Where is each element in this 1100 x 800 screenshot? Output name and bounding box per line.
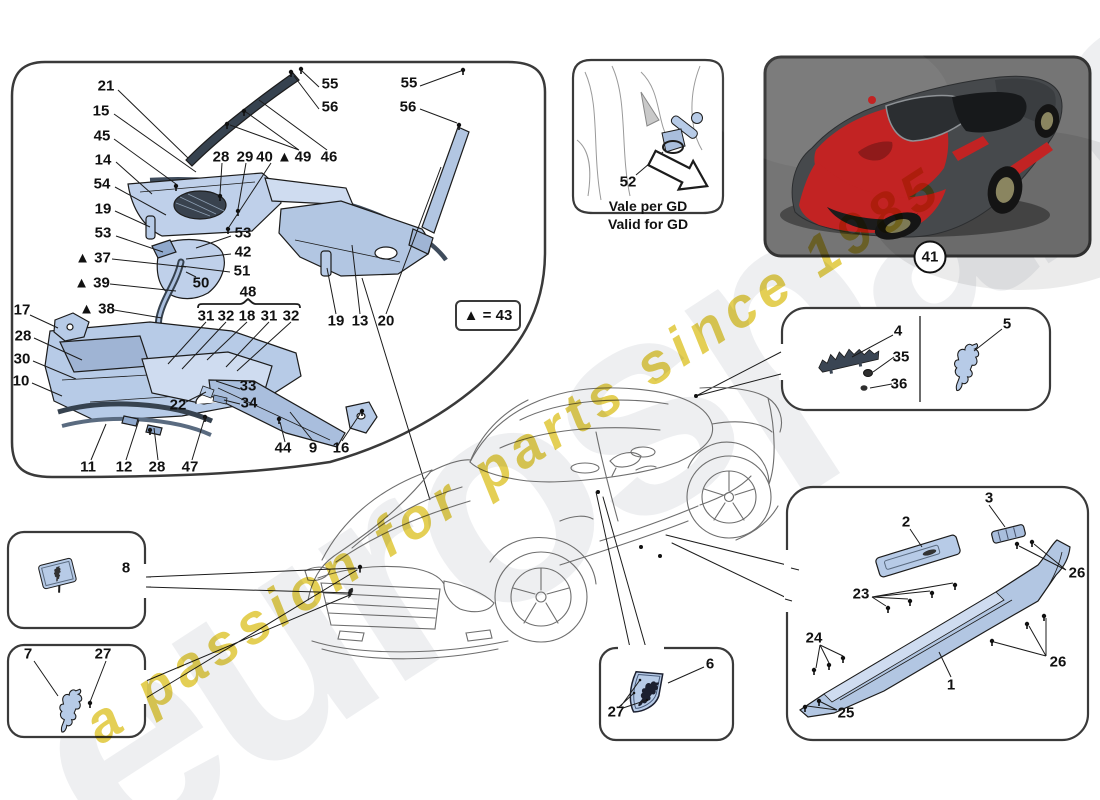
brace-48	[197, 297, 301, 309]
callout-sill-26[interactable]: 26	[1068, 564, 1086, 582]
callout-main-40[interactable]: 40 ▲	[256, 148, 292, 166]
badge-inset	[694, 306, 1052, 412]
callout-main-28[interactable]: 28	[14, 327, 32, 345]
callout-sill-24[interactable]: 24	[805, 629, 823, 647]
callout-main-32[interactable]: 32	[217, 307, 235, 325]
callout-main-37[interactable]: ▲ 37	[75, 249, 111, 267]
callout-badge-5[interactable]: 5	[1002, 315, 1012, 333]
callout-sill-3[interactable]: 3	[984, 489, 994, 507]
horse-plate-part	[38, 557, 77, 593]
car-sketch	[76, 386, 800, 699]
gd-interior-sketch	[576, 65, 703, 201]
callout-main-12[interactable]: 12	[115, 458, 133, 476]
callout-photo-41[interactable]: 41	[913, 240, 947, 274]
horse-leader-lines	[33, 660, 107, 703]
callout-sill-2[interactable]: 2	[901, 513, 911, 531]
callout-main-28[interactable]: 28	[212, 148, 230, 166]
callout-main-30[interactable]: 30	[13, 350, 31, 368]
callout-main-18[interactable]: 18	[238, 307, 256, 325]
callout-main-20[interactable]: 20	[377, 312, 395, 330]
gd-hinge-part	[661, 112, 703, 154]
badge-mount-points	[596, 490, 662, 558]
callout-main-53[interactable]: 53	[94, 224, 112, 242]
callout-main-55[interactable]: 55	[400, 74, 418, 92]
main-leader-lines	[29, 70, 462, 501]
callout-main-28[interactable]: 28	[148, 458, 166, 476]
callout-sill-1[interactable]: 1	[946, 676, 956, 694]
callout-main-14[interactable]: 14	[94, 151, 112, 169]
callout-sill-25[interactable]: 25	[837, 704, 855, 722]
badge-leader-lines	[695, 328, 1003, 397]
callout-gd-52[interactable]: 52	[619, 173, 637, 191]
gd-direction-arrow-icon	[646, 149, 710, 191]
callout-sill-26[interactable]: 26	[1049, 653, 1067, 671]
callout-main-13[interactable]: 13	[351, 312, 369, 330]
shield-leader-lines	[618, 666, 705, 709]
grommet-36	[860, 385, 868, 391]
plate-inset	[6, 530, 151, 630]
callout-main-29[interactable]: 29	[236, 148, 254, 166]
callout-main-10[interactable]: 10	[12, 372, 30, 390]
callout-main-38[interactable]: ▲ 38	[79, 300, 115, 318]
callout-main-56[interactable]: 56	[399, 98, 417, 116]
callout-main-46[interactable]: 46	[320, 148, 338, 166]
callout-main-16[interactable]: 16	[332, 439, 350, 457]
sill-parts	[799, 524, 1071, 718]
photo-car	[791, 75, 1063, 240]
callout-horse-27[interactable]: 27	[94, 645, 112, 663]
callout-main-44[interactable]: 44	[274, 439, 292, 457]
gd-inset	[571, 58, 725, 215]
callout-main-49[interactable]: 49	[294, 148, 312, 166]
callout-main-32[interactable]: 32	[282, 307, 300, 325]
callout-main-19[interactable]: 19	[94, 200, 112, 218]
callout-shield-6[interactable]: 6	[705, 655, 715, 673]
callout-main-56[interactable]: 56	[321, 98, 339, 116]
callout-plate-8[interactable]: 8	[121, 559, 131, 577]
legend-triangle-note: ▲ = 43	[455, 300, 521, 331]
callout-main-22[interactable]: 22	[169, 396, 187, 414]
callout-main-34[interactable]: 34	[240, 394, 258, 412]
gd-label-english: Valid for GD	[607, 216, 689, 232]
callout-main-55[interactable]: 55	[321, 75, 339, 93]
grommet-35	[863, 369, 873, 377]
callout-badge-4[interactable]: 4	[893, 322, 903, 340]
callout-main-48[interactable]: 48	[239, 283, 257, 301]
ferrari-script-badge	[818, 348, 880, 374]
callout-shield-27[interactable]: 27	[607, 703, 625, 721]
callout-main-50[interactable]: 50	[192, 274, 210, 292]
callout-main-31[interactable]: 31	[197, 307, 215, 325]
gd-label-italian: Vale per GD	[608, 198, 688, 214]
callout-main-19[interactable]: 19	[327, 312, 345, 330]
main-panel-border	[10, 60, 547, 479]
callout-main-39[interactable]: ▲ 39	[74, 274, 110, 292]
main-shields-panel	[10, 60, 547, 501]
shield-inset	[598, 645, 735, 742]
callout-main-9[interactable]: 9	[308, 439, 318, 457]
callout-main-11[interactable]: 11	[80, 458, 96, 476]
callout-main-33[interactable]: 33	[239, 377, 257, 395]
callout-main-53[interactable]: 53	[234, 224, 252, 242]
sill-leader-lines	[806, 504, 1067, 711]
sill-inset	[784, 485, 1090, 742]
callout-main-15[interactable]: 15	[92, 102, 110, 120]
callout-badge-35[interactable]: 35	[892, 348, 910, 366]
callout-main-21[interactable]: 21	[97, 77, 115, 95]
callout-horse-7[interactable]: 7	[23, 645, 33, 663]
callout-main-45[interactable]: 45	[93, 127, 111, 145]
shield-parts	[44, 72, 470, 448]
callout-main-51[interactable]: 51	[233, 262, 251, 280]
horse-inset	[6, 643, 147, 739]
callout-main-42[interactable]: 42	[234, 243, 252, 261]
callout-sill-23[interactable]: 23	[852, 585, 870, 603]
callout-badge-36[interactable]: 36	[890, 375, 908, 393]
callout-main-17[interactable]: 17	[13, 301, 31, 319]
callout-main-54[interactable]: 54	[93, 175, 111, 193]
callout-main-47[interactable]: 47	[181, 458, 199, 476]
callout-main-31[interactable]: 31	[260, 307, 278, 325]
